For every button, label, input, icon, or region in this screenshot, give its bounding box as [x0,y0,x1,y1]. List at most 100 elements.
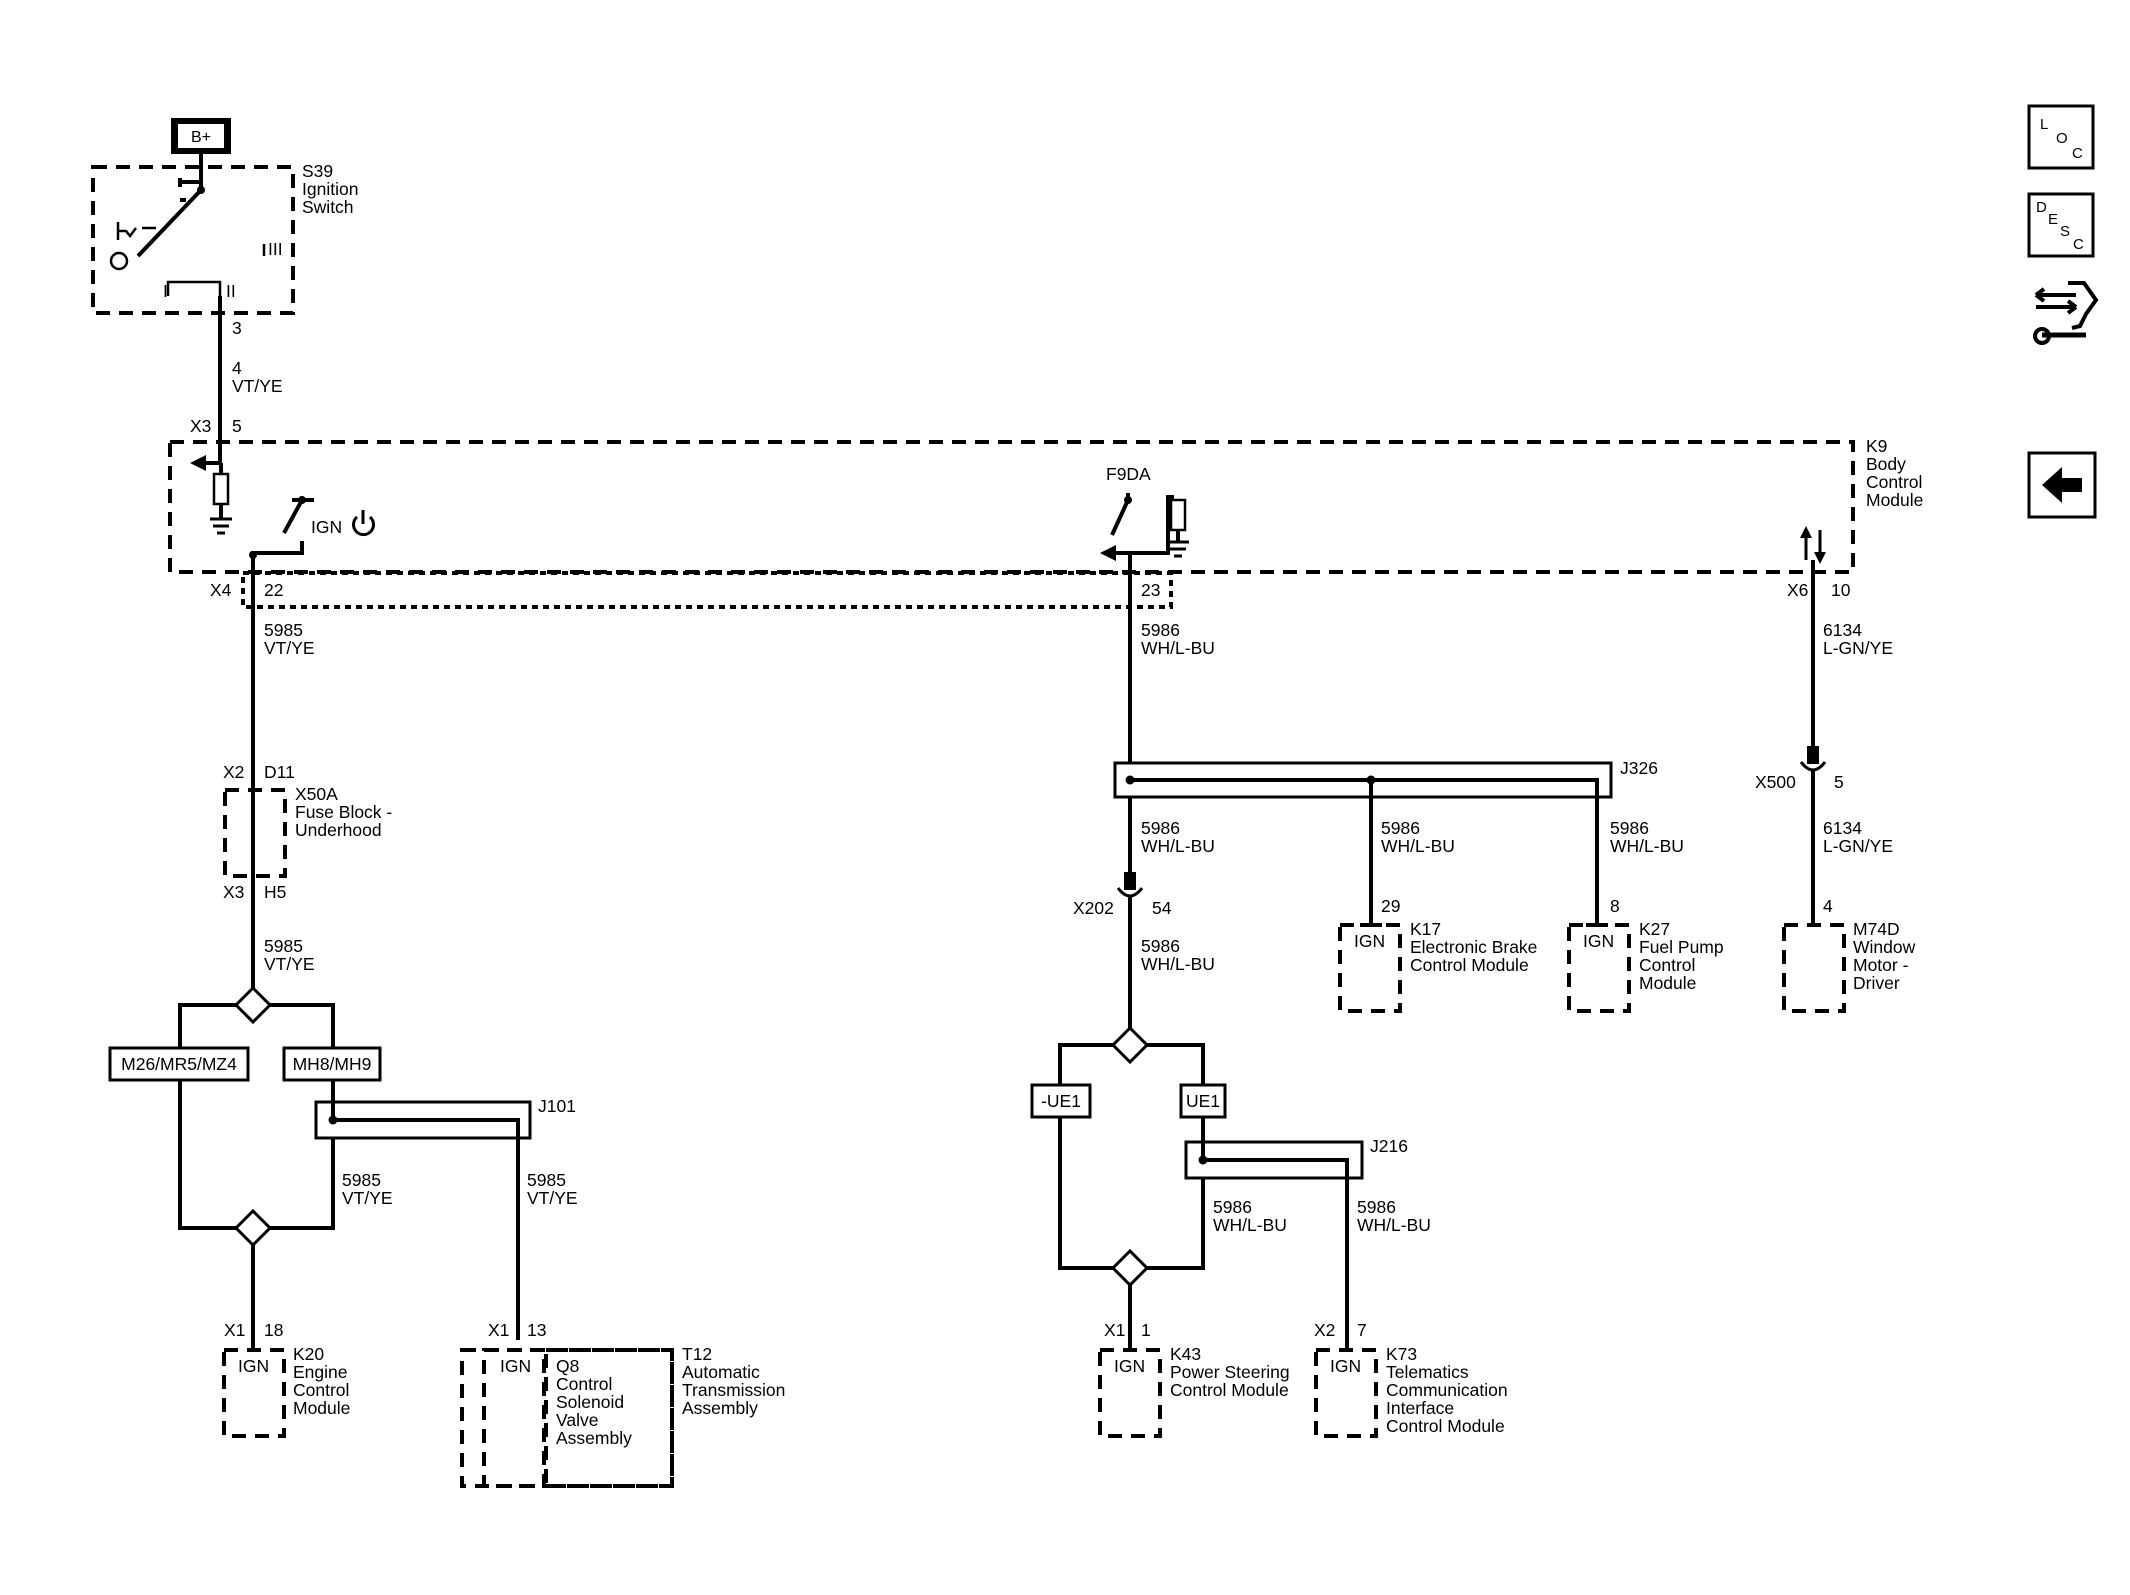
ticm-id: K73 [1386,1344,1417,1364]
option-tag-mh8: MH8/MH9 [282,1046,382,1082]
loc-letter-o: O [2056,130,2068,147]
pscm-name-1: Power Steering [1170,1362,1290,1382]
engine-control-module: X1 18 IGN K20 Engine Control Module [222,1320,350,1438]
fuse-top-pin: D11 [264,762,295,782]
option-diamond-bottom-left [233,1208,273,1248]
bcm-id: K9 [1866,436,1887,456]
ebcm-ign: IGN [1354,931,1385,951]
fpcm-pin: 8 [1610,896,1620,916]
back-arrow-icon [2042,467,2082,503]
bcm-pin-23: 23 [1141,580,1160,600]
bcm-name-2: Control [1866,472,1922,492]
option-diamond-bottom-middle [1110,1248,1150,1288]
ignition-switch: I II III S39 Ignition Switch [91,154,358,315]
window-motor-id: M74D [1853,919,1900,939]
description-button[interactable]: D E S C [2027,192,2095,258]
q8-name-4: Assembly [556,1428,632,1448]
ecm-ign: IGN [238,1356,269,1376]
inline-connector-x202: X202 54 [1073,872,1172,918]
x202-conn: X202 [1073,898,1114,918]
wire-5985-d-color: VT/YE [527,1188,578,1208]
location-button[interactable]: L O C [2027,104,2095,170]
wire-5986-a-num: 5986 [1141,620,1180,640]
option-tag-ue1: UE1 [1179,1083,1227,1119]
window-motor-driver: 4 M74D Window Motor - Driver [1782,896,1916,1013]
wire-5986-b-num: 5986 [1141,818,1180,838]
bidirectional-arrow-icon [1800,526,1826,564]
bcm-name-1: Body [1866,454,1906,474]
power-steering-control-module: X1 1 IGN K43 Power Steering Control Modu… [1098,1320,1290,1438]
bcm-x4-conn: X4 [210,580,232,600]
window-motor-name-3: Driver [1853,973,1900,993]
ebcm-pin: 29 [1381,896,1400,916]
q8-name-2: Solenoid [556,1392,624,1412]
ecm-name-2: Control [293,1380,349,1400]
ticm-name-3: Interface [1386,1398,1454,1418]
ticm-name-1: Telematics [1386,1362,1469,1382]
ecm-conn: X1 [224,1320,245,1340]
ebcm-id: K17 [1410,919,1441,939]
wire-5985-a-num: 5985 [264,620,303,640]
back-button[interactable] [2027,451,2097,519]
wire-4-color: VT/YE [232,376,283,396]
option-not-ue1-label: -UE1 [1041,1091,1081,1111]
bcm-relay-label: F9DA [1106,464,1151,484]
tcm-ign: IGN [500,1356,531,1376]
ecm-name-3: Module [293,1398,350,1418]
bcm-x6-pin: 10 [1831,580,1851,600]
switch-pos-1: I [163,281,168,301]
wire-6134-b-num: 6134 [1823,818,1862,838]
wire-6134-a-color: L-GN/YE [1823,638,1893,658]
fuse-id: X50A [295,784,338,804]
ticm-conn: X2 [1314,1320,1335,1340]
ticm-name-2: Communication [1386,1380,1508,1400]
t12-name-1: Automatic [682,1362,760,1382]
pscm-id: K43 [1170,1344,1201,1364]
window-motor-name-2: Motor - [1853,955,1909,975]
wire-5986-e-num: 5986 [1141,936,1180,956]
q8-id: Q8 [556,1356,579,1376]
switch-name-1: Ignition [302,179,358,199]
wire-5986-c-color: WH/L-BU [1381,836,1455,856]
fuse-name-1: Fuse Block - [295,802,392,822]
desc-letter-s: S [2060,223,2070,240]
splice-j101: J101 [314,1080,576,1340]
service-info-button[interactable] [2033,281,2099,345]
bcm-x3-pin: 5 [232,416,242,436]
ecm-pin: 18 [264,1320,283,1340]
wire-5986-f-color: WH/L-BU [1213,1215,1287,1235]
fuse-bot-conn: X3 [223,882,244,902]
battery-terminal: B+ [171,118,231,154]
bcm-ign-label: IGN [311,517,342,537]
wire-5986-g-num: 5986 [1357,1197,1396,1217]
t12-name-2: Transmission [682,1380,785,1400]
ebcm-name-1: Electronic Brake [1410,937,1537,957]
fuse-name-2: Underhood [295,820,382,840]
option-tag-not-ue1: -UE1 [1030,1083,1092,1119]
pscm-pin: 1 [1141,1320,1151,1340]
loc-letter-c: C [2072,145,2083,162]
desc-letter-e: E [2048,211,2058,228]
fpcm-name-3: Module [1639,973,1696,993]
telematics-control-module: X2 7 IGN K73 Telematics Communication In… [1314,1320,1508,1438]
splice-j216: J216 [1184,1117,1408,1350]
fpcm-name-1: Fuel Pump [1639,937,1724,957]
wire-5986-d-color: WH/L-BU [1610,836,1684,856]
switch-name-2: Switch [302,197,354,217]
j101-label: J101 [538,1096,576,1116]
wire-5985-a-color: VT/YE [264,638,315,658]
fuse-block: X2 D11 X50A Fuse Block - Underhood X3 H5 [223,762,392,902]
t12-id: T12 [682,1344,712,1364]
wire-5985-c-color: VT/YE [342,1188,393,1208]
bcm-name-3: Module [1866,490,1923,510]
battery-label: B+ [191,129,211,146]
arrows-wrench-icon [2033,281,2099,345]
inline-connector-x500: X500 5 [1755,746,1844,792]
ticm-pin: 7 [1357,1320,1367,1340]
ecm-name-1: Engine [293,1362,348,1382]
wire-5986-g-color: WH/L-BU [1357,1215,1431,1235]
window-motor-name-1: Window [1853,937,1916,957]
desc-letter-c: C [2073,236,2084,253]
option-mh8-label: MH8/MH9 [293,1054,372,1074]
pscm-ign: IGN [1114,1356,1145,1376]
